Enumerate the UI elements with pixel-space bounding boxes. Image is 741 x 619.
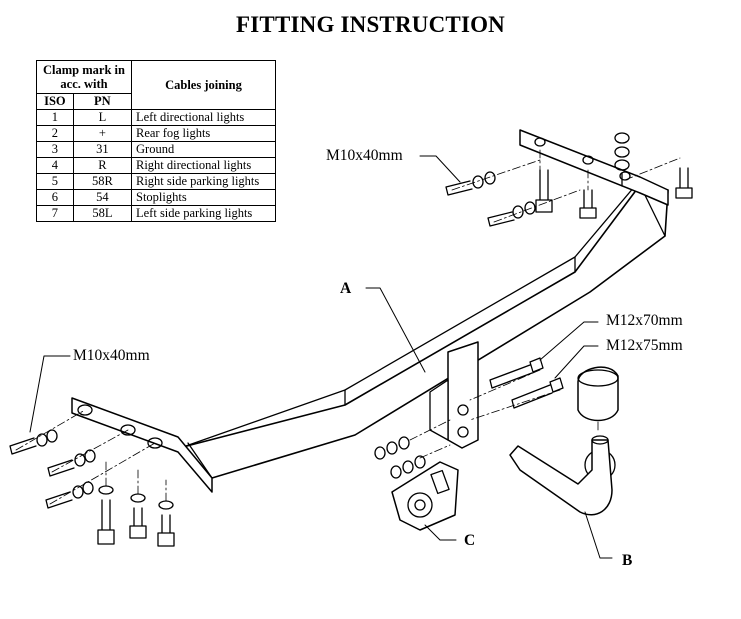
ball-mount-bracket — [429, 341, 479, 449]
bolt-label-m12x75: M12x75mm — [606, 337, 683, 354]
cable-desc-cell: Left side parking lights — [131, 205, 276, 222]
bolts-left — [9, 429, 175, 547]
pn-cell: 54 — [72, 189, 133, 206]
cable-desc-cell: Ground — [131, 141, 276, 158]
part-label-a: A — [340, 280, 352, 297]
bolt-label-m10-left: M10x40mm — [73, 347, 150, 364]
cable-desc-cell: Right directional lights — [131, 157, 276, 174]
bolts-m12 — [374, 357, 564, 479]
cables-joining-header: Cables joining — [131, 60, 276, 110]
part-label-c: C — [464, 532, 476, 549]
part-label-b: B — [622, 552, 633, 569]
tow-ball — [509, 366, 619, 516]
iso-cell: 7 — [36, 205, 74, 222]
towbar-crossbeam — [71, 129, 669, 493]
pn-cell: 31 — [72, 141, 133, 158]
alignment-lines — [15, 149, 681, 505]
clamp-mark-header: Clamp mark in acc. with — [36, 60, 132, 94]
bolt-label-m12x70: M12x70mm — [606, 312, 683, 329]
bolts-right-upper — [445, 132, 693, 227]
cable-desc-cell: Stoplights — [131, 189, 276, 206]
page-title: FITTING INSTRUCTION — [236, 12, 505, 37]
cable-desc-cell: Right side parking lights — [131, 173, 276, 190]
pn-header: PN — [72, 93, 133, 110]
leader-lines — [29, 155, 613, 559]
left-plate-holes — [77, 404, 163, 449]
bolt-label-m10-right: M10x40mm — [326, 147, 403, 164]
socket-plate — [391, 461, 459, 531]
pn-cell: 58L — [72, 205, 133, 222]
cable-joining-table: Clamp mark in acc. with Cables joining I… — [36, 60, 276, 222]
table-header-row: Clamp mark in acc. with Cables joining — [36, 60, 276, 110]
